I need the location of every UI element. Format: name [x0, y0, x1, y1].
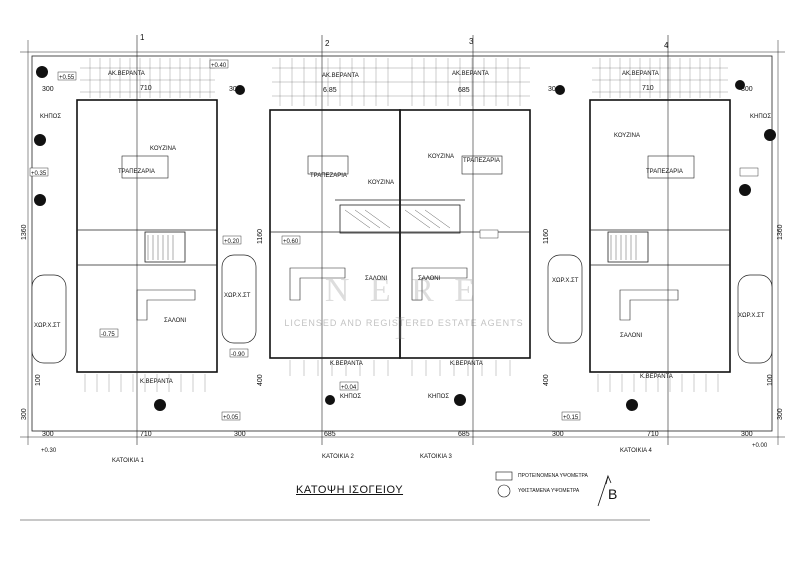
h4-name: ΚΑΤΟΙΚΙΑ 4: [620, 448, 652, 454]
dim-side-3: 1160: [543, 229, 550, 244]
dim-bottom-4: 685: [324, 431, 336, 438]
dim-side-10: 300: [777, 408, 784, 420]
level-tag-12: +0.00: [752, 443, 768, 449]
dim-bottom-6: 300: [552, 431, 564, 438]
h3-living: ΣΑΛΟΝΙ: [418, 276, 441, 282]
level-tag-4: +0.20: [224, 239, 240, 245]
dim-side-4: 1360: [777, 224, 784, 240]
h3-parking: ΧΩΡ.Χ.ΣΤ: [552, 278, 579, 284]
h1-kitchen: ΚΟΥΖΙΝΑ: [150, 146, 176, 152]
dim-top-4: 6.85: [323, 87, 337, 94]
h4-veranda-bottom: Κ.ΒΕΡΑΝΤΑ: [640, 374, 673, 380]
site-boundary: [31, 55, 773, 432]
h3-veranda-bottom: Κ.ΒΕΡΑΝΤΑ: [450, 361, 483, 367]
level-tag-7: -0.90: [231, 352, 245, 358]
level-tags: [29, 59, 759, 421]
h2-garden: ΚΗΠΟΣ: [340, 394, 361, 400]
dim-top-6: 300: [548, 86, 560, 93]
dim-top-3: 300: [229, 86, 241, 93]
dimension-lines: [20, 40, 785, 521]
dim-bottom-1: 300: [42, 431, 54, 438]
h2-veranda-top: ΑΚ.ΒΕΡΑΝΤΑ: [322, 73, 359, 79]
legend-circle-symbol: [497, 484, 511, 498]
legend-existing-label: ΠΡΟΤΕΙΝΟΜΕΝΑ ΥΨΟΜΕΤΡΑ: [518, 473, 588, 479]
dim-top-5: 685: [458, 87, 470, 94]
h4-parking: ΧΩΡ.Χ.ΣΤ: [738, 313, 765, 319]
dim-bottom-8: 300: [741, 431, 753, 438]
dim-side-7: 300: [21, 408, 28, 420]
dim-side-8: 100: [35, 374, 42, 386]
h4-veranda-top: ΑΚ.ΒΕΡΑΝΤΑ: [622, 71, 659, 77]
level-tag-10: +0.30: [41, 448, 57, 454]
north-arrow-icon: [597, 474, 612, 507]
dim-top-8: 300: [741, 86, 753, 93]
interior-walls: [77, 110, 730, 358]
dim-side-5: 400: [257, 374, 264, 386]
dim-bottom-7: 710: [647, 431, 659, 438]
axis-label-1: 1: [140, 33, 145, 42]
dim-side-2: 1160: [257, 229, 264, 244]
level-tag-3: +0.35: [31, 171, 47, 177]
h1-dining: ΤΡΑΠΕΖΑΡΙΑ: [118, 169, 155, 175]
trees: [34, 66, 776, 411]
drawing-title: ΚΑΤΟΨΗ ΙΣΟΓΕΙΟΥ: [296, 484, 404, 496]
axis-label-3: 3: [469, 37, 474, 46]
level-tag-5: +0.60: [283, 239, 299, 245]
h1-veranda-bottom: Κ.ΒΕΡΑΝΤΑ: [140, 379, 173, 385]
h3-kitchen: ΚΟΥΖΙΝΑ: [428, 154, 454, 160]
h2-kitchen: ΚΟΥΖΙΝΑ: [368, 180, 394, 186]
axis-label-2: 2: [325, 39, 330, 48]
h1-garden: ΚΗΠΟΣ: [40, 114, 61, 120]
dim-top-1: 300: [42, 86, 54, 93]
dim-side-1: 1360: [21, 224, 28, 240]
legend-rect-symbol: [495, 471, 513, 481]
h2-living: ΣΑΛΟΝΙ: [365, 276, 388, 282]
h1-parking: ΧΩΡ.Χ.ΣΤ: [34, 323, 61, 329]
axis-label-4: 4: [664, 41, 669, 50]
level-tag-1: +0.55: [59, 75, 75, 81]
level-tag-8: +0.05: [223, 415, 239, 421]
h2-parking: ΧΩΡ.Χ.ΣΤ: [224, 293, 251, 299]
north-label: B: [608, 486, 618, 502]
h2-name: ΚΑΤΟΙΚΙΑ 2: [322, 454, 354, 460]
h1-living: ΣΑΛΟΝΙ: [164, 318, 187, 324]
watermark-text: LICENSED AND REGISTERED ESTATE AGENTS: [284, 318, 524, 328]
dim-side-9: 100: [767, 374, 774, 386]
h1-veranda-top: ΑΚ.ΒΕΡΑΝΤΑ: [108, 71, 145, 77]
h1-name: ΚΑΤΟΙΚΙΑ 1: [112, 458, 144, 464]
h4-garden: ΚΗΠΟΣ: [750, 114, 771, 120]
h4-living: ΣΑΛΟΝΙ: [620, 333, 643, 339]
level-tag-6: -0.75: [101, 332, 115, 338]
legend-finished-label: ΥΦΙΣΤΑΜΕΝΑ ΥΨΟΜΕΤΡΑ: [518, 488, 580, 494]
dim-top-2: 710: [140, 85, 152, 92]
h4-dining: ΤΡΑΠΕΖΑΡΙΑ: [646, 169, 683, 175]
level-tag-11: +0.04: [341, 385, 357, 391]
h3-name: ΚΑΤΟΙΚΙΑ 3: [420, 454, 452, 460]
h3-garden: ΚΗΠΟΣ: [428, 394, 449, 400]
watermark-logo: N E R E I: [324, 272, 482, 347]
veranda-hatch: [80, 58, 728, 392]
h2-dining: ΤΡΑΠΕΖΑΡΙΑ: [310, 173, 347, 179]
h3-dining: ΤΡΑΠΕΖΑΡΙΑ: [463, 158, 500, 164]
h2-veranda-bottom: Κ.ΒΕΡΑΝΤΑ: [330, 361, 363, 367]
stairs: [147, 209, 637, 260]
dim-bottom-2: 710: [140, 431, 152, 438]
cars: [31, 254, 773, 364]
dim-bottom-3: 300: [234, 431, 246, 438]
dim-side-6: 400: [543, 374, 550, 386]
level-tag-2: +0.40: [211, 63, 227, 69]
dim-bottom-5: 685: [458, 431, 470, 438]
dim-top-7: 710: [642, 85, 654, 92]
dining-tables: [121, 155, 695, 179]
axis-markers: [136, 35, 669, 445]
level-tag-9: +0.15: [563, 415, 579, 421]
h3-veranda-top: ΑΚ.ΒΕΡΑΝΤΑ: [452, 71, 489, 77]
h4-kitchen: ΚΟΥΖΙΝΑ: [614, 133, 640, 139]
